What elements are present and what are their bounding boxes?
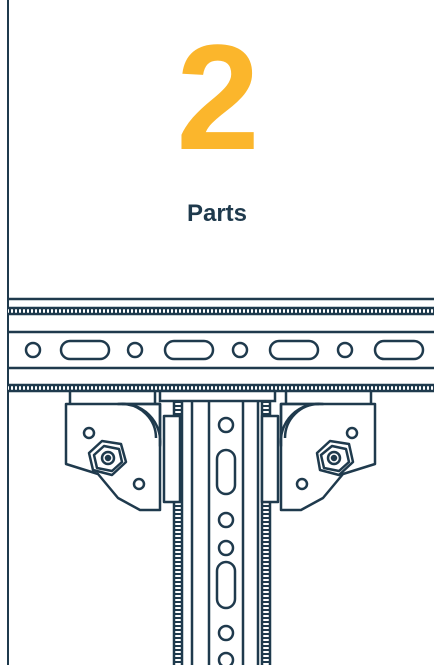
step-number: 2 [176, 13, 259, 181]
hex-bolt-icon [315, 439, 355, 477]
corner-bracket-icon [64, 389, 182, 512]
corner-bracket-icon [260, 389, 377, 512]
slotted-rail-icon [8, 297, 434, 393]
step-label: Parts [186, 200, 248, 227]
hex-bolt-icon [87, 439, 128, 477]
